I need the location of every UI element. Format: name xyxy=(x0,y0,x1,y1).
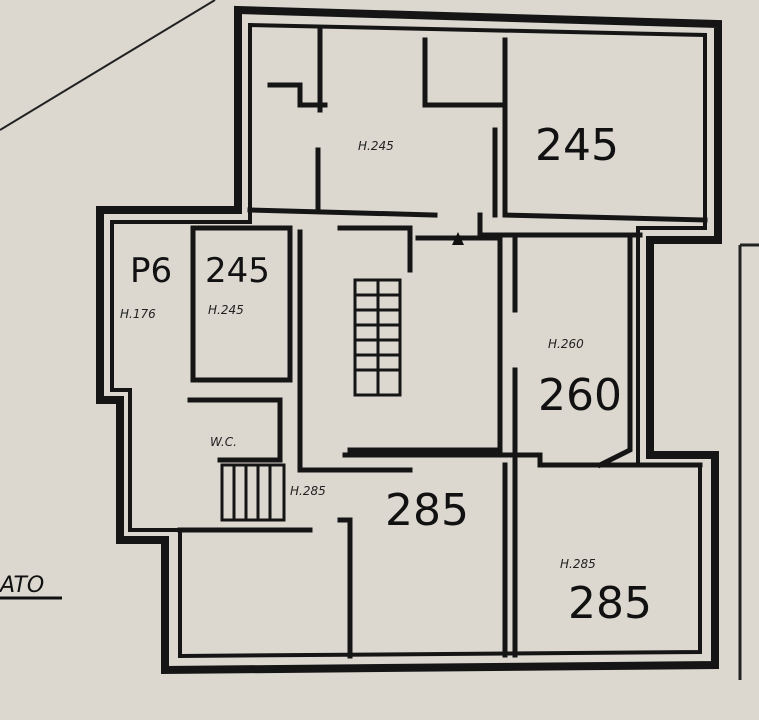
room-handwritten-height: 260 xyxy=(538,370,622,421)
room-height-label: H.176 xyxy=(120,307,156,321)
room-handwritten-height: 285 xyxy=(385,485,469,536)
floor-label: ATO xyxy=(0,573,44,598)
room-height-label: H.260 xyxy=(548,337,584,351)
interior-walls xyxy=(177,27,708,659)
exterior-walls xyxy=(96,5,722,675)
room-height-label: H.285 xyxy=(290,484,326,498)
room-label-wc: W.C. xyxy=(210,435,237,449)
room-handwritten-height: 245 xyxy=(535,120,619,171)
room-handwritten-height: 245 xyxy=(205,251,270,291)
room-handwritten-height: P6 xyxy=(130,251,172,291)
entrance-arrow-icon xyxy=(452,232,464,245)
staircase-secondary xyxy=(220,463,286,522)
room-height-label: H.245 xyxy=(208,303,244,317)
room-handwritten-height: 285 xyxy=(568,578,652,629)
room-height-label: H.245 xyxy=(358,139,394,153)
site-boundary-line xyxy=(0,0,216,131)
room-height-label: H.285 xyxy=(560,557,596,571)
staircase-main xyxy=(353,278,402,397)
